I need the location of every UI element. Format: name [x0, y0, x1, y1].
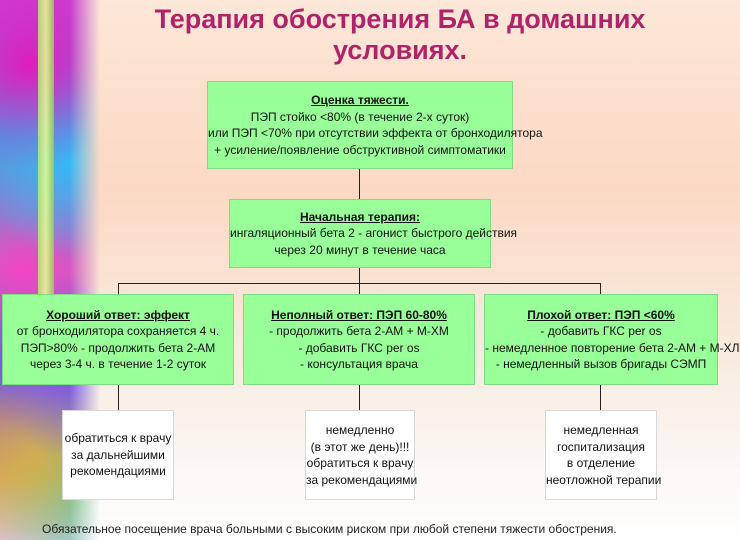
good-response-line: ПЭП>80% - продолжить бета 2-АМ [20, 340, 216, 355]
severity-heading: Оценка тяжести. [311, 93, 409, 107]
poor-response-line: - немедленное повторение бета 2-АМ + М-Х… [485, 340, 740, 355]
good-response-line: от бронходилятора сохраняется 4 ч. [16, 324, 220, 338]
partial-response-line: - консультация врача [300, 357, 418, 371]
connector-partial-action [359, 385, 360, 410]
connector-severity-initial [359, 169, 360, 199]
severity-line: ПЭП стойко <80% (в течение 2-х суток) [250, 109, 470, 124]
partial-response-line: - добавить ГКС per os [298, 340, 420, 355]
poor-action-line: госпитализация [557, 439, 645, 454]
connector-initial-branch [359, 268, 360, 284]
connector-branch-poor [600, 283, 601, 294]
partial-response-heading: Неполный ответ: ПЭП 60-80% [271, 307, 447, 322]
page-title-line-2: условиях. [332, 35, 468, 65]
poor-response-box: Плохой ответ: ПЭП <60% - добавить ГКС pe… [484, 294, 740, 385]
decorative-side-stripe [38, 0, 54, 300]
connector-good-action [118, 385, 119, 410]
connector-poor-action [600, 385, 601, 410]
good-response-action-box: обратиться к врачу за дальнейшими рекоме… [62, 410, 174, 500]
poor-response-action-box: немедленная госпитализация в отделение н… [545, 410, 662, 500]
severity-line: + усиление/появление обструктивной симпт… [214, 142, 506, 157]
page-title: Терапия обострения БА в домашних условия… [100, 4, 700, 66]
poor-response-line: - немедленный вызов бригады СЭМП [495, 357, 707, 371]
poor-response-line: - добавить ГКС per os [540, 324, 662, 338]
partial-action-line: немедленно [325, 423, 395, 437]
severity-assessment-box: Оценка тяжести. ПЭП стойко <80% (в течен… [207, 81, 543, 169]
partial-response-action-box: немедленно (в этот же день)!!! обратитьс… [305, 410, 418, 500]
severity-line: или ПЭП <70% при отсутствии эффекта от б… [208, 126, 543, 140]
initial-therapy-box: Начальная терапия: ингаляционный бета 2 … [229, 199, 518, 268]
poor-action-line: немедленная [563, 423, 639, 437]
partial-action-line: за рекомендациями [306, 472, 418, 487]
good-action-line: обратиться к врачу [64, 431, 172, 446]
partial-action-line: (в этот же день)!!! [310, 439, 410, 454]
good-action-line: рекомендациями [70, 464, 166, 479]
poor-response-heading: Плохой ответ: ПЭП <60% [527, 307, 675, 322]
poor-action-line: неотложной терапии [546, 472, 662, 487]
initial-therapy-line: через 20 минут в течение часа [274, 242, 446, 257]
good-response-heading: Хороший ответ: эффект [46, 307, 190, 322]
page-title-line-1: Терапия обострения БА в домашних [154, 4, 646, 34]
partial-response-box: Неполный ответ: ПЭП 60-80% - продолжить … [243, 294, 475, 385]
good-action-line: за дальнейшими [71, 447, 165, 462]
connector-branch-good [118, 283, 119, 294]
initial-therapy-line: ингаляционный бета 2 - агонист быстрого … [230, 226, 518, 241]
good-response-box: Хороший ответ: эффект от бронходилятора … [2, 294, 234, 385]
footer-note: Обязательное посещение врача больными с … [42, 522, 617, 536]
poor-action-line: в отделение [566, 456, 636, 470]
partial-action-line: обратиться к врачу [306, 456, 414, 470]
partial-response-line: - продолжить бета 2-АМ + М-ХМ [269, 324, 449, 338]
connector-branch-partial [359, 283, 360, 294]
good-response-line: через 3-4 ч. в течение 1-2 суток [29, 357, 206, 371]
initial-therapy-heading: Начальная терапия: [299, 209, 421, 224]
